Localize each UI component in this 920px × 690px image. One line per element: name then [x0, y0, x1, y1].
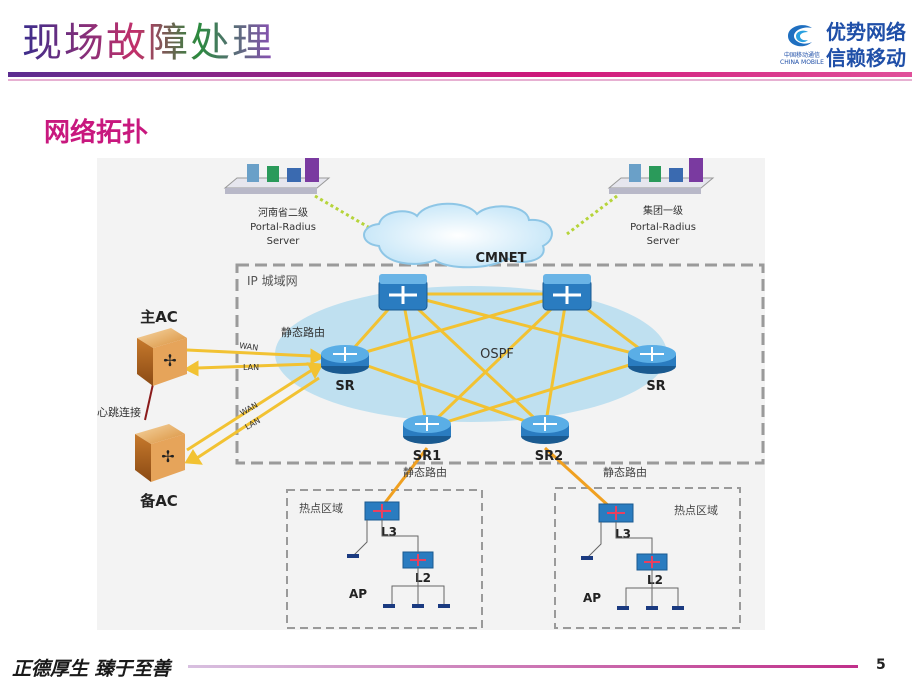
router-sr-right [628, 345, 676, 374]
sr2-label: SR2 [535, 449, 563, 464]
china-mobile-logo-icon [788, 25, 812, 47]
server-left-line1: 河南省二级 [258, 206, 308, 219]
link-sr2-l3 [543, 446, 613, 510]
server-left-icon [223, 158, 331, 194]
backup-ac-label: 备AC [139, 492, 178, 510]
cmnet-label: CMNET [475, 251, 526, 266]
link-server-right-cmnet [566, 194, 618, 236]
static-route-top-label: 静态路由 [281, 325, 325, 339]
ospf-label: OSPF [480, 347, 514, 362]
slide-title: 现场故障处理 [22, 10, 274, 68]
server-right-line2: Portal-Radius [630, 222, 696, 233]
page-number: 5 [876, 657, 886, 673]
svg-text:✢: ✢ [161, 447, 174, 466]
ap-label-right: AP [583, 591, 601, 605]
l2-label-right: L2 [647, 573, 663, 587]
lan-label-top: LAN [243, 363, 259, 372]
l2-switch-left [402, 551, 434, 569]
logo-text: 中国移动通信 CHINA MOBILE [780, 52, 824, 66]
topology-svg: IP 城域网 热点区域 热点区域 CMNET WAN LAN [97, 158, 765, 629]
svg-text:✢: ✢ [163, 351, 176, 370]
main-ac-label: 主AC [140, 308, 178, 326]
header-divider-thin [8, 79, 912, 81]
main-ac-icon: ✢ [137, 328, 187, 386]
router-sr-left [321, 345, 369, 374]
l3-label-left: L3 [381, 525, 397, 539]
footer-divider [188, 665, 858, 668]
footer-motto: 正德厚生 臻于至善 [12, 658, 171, 680]
link-sr1-l3 [379, 447, 429, 509]
core-router-right [542, 274, 592, 311]
ap-label-left: AP [349, 587, 367, 601]
hotspot-region-right [554, 487, 741, 629]
wan-label-bottom: WAN [239, 400, 260, 417]
hotspot-left-label: 热点区域 [299, 502, 343, 515]
slogan-line-2: 信赖移动 [826, 46, 906, 70]
static-route-right-label: 静态路由 [603, 465, 647, 479]
server-right-icon [607, 158, 715, 194]
heartbeat-link [144, 383, 154, 421]
backup-ac-icon: ✢ [135, 424, 185, 482]
static-route-left-label: 静态路由 [403, 465, 447, 479]
core-router-left [378, 274, 428, 311]
right-hotspot-links [586, 522, 679, 606]
ospf-area [275, 286, 667, 422]
l3-label-right: L3 [615, 527, 631, 541]
ac-links [183, 348, 326, 465]
left-ap-icons [347, 554, 450, 608]
ip-domain-boundary [235, 263, 765, 465]
wan-label-top: WAN [239, 341, 259, 353]
header-divider [8, 72, 912, 77]
router-sr2 [521, 415, 569, 444]
link-server-left-cmnet [314, 194, 388, 240]
sr1-label: SR1 [413, 449, 441, 464]
hotspot-region-left [286, 489, 483, 629]
hotspot-right-label: 热点区域 [674, 504, 718, 517]
section-title: 网络拓扑 [44, 118, 149, 148]
sr-left-label: SR [335, 379, 354, 394]
sr-right-label: SR [646, 379, 665, 394]
ip-domain-label: IP 城域网 [247, 274, 298, 288]
heartbeat-label: 心跳连接 [97, 405, 141, 419]
router-sr1 [403, 415, 451, 444]
l2-switch-right [636, 553, 668, 571]
server-left-line3: Server [267, 236, 301, 247]
network-topology-diagram: IP 城域网 热点区域 热点区域 CMNET WAN LAN [97, 158, 765, 630]
server-right-line1: 集团一级 [643, 204, 683, 217]
l3-switch-right [598, 503, 634, 523]
server-right-line3: Server [647, 236, 681, 247]
l2-label-left: L2 [415, 571, 431, 585]
cmnet-cloud [363, 202, 553, 269]
l3-switch-left [364, 501, 400, 521]
right-ap-icons [581, 556, 684, 610]
left-hotspot-links [352, 520, 445, 604]
server-left-line2: Portal-Radius [250, 222, 316, 233]
slogan-line-1: 优势网络 [826, 20, 906, 44]
